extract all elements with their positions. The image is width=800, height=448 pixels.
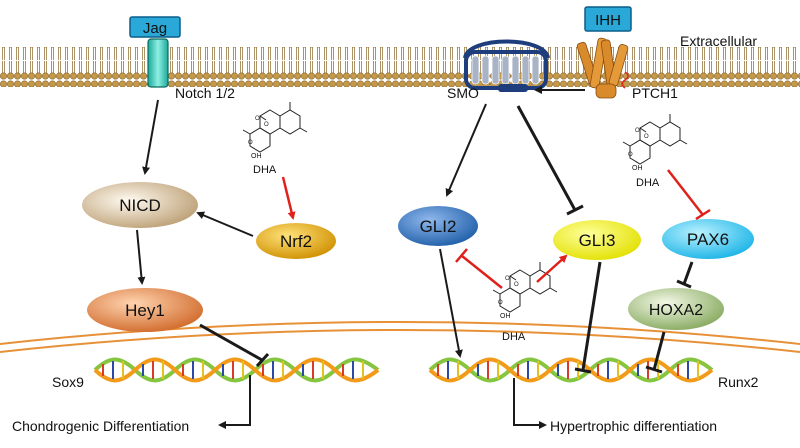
svg-text:OH: OH [500, 313, 511, 320]
dha-molecule-gli: OH DHA [492, 261, 558, 343]
svg-text:OH: OH [251, 153, 262, 160]
svg-text:OH: OH [632, 165, 643, 172]
smo-protein [463, 39, 550, 92]
jag-label: Jag [143, 20, 167, 37]
svg-text:Nrf2: Nrf2 [280, 232, 312, 251]
ptch1-protein [576, 37, 629, 99]
hypertrophic-label: Hypertrophic differentiation [550, 418, 717, 434]
svg-text:PAX6: PAX6 [687, 230, 729, 249]
svg-text:GLI2: GLI2 [420, 217, 457, 236]
sox9-label: Sox9 [52, 374, 84, 390]
node-hoxa2: HOXA2 [628, 288, 724, 330]
notch-receptor [147, 38, 169, 88]
cell-membrane [0, 47, 800, 87]
svg-text:HOXA2: HOXA2 [649, 302, 703, 319]
node-nicd: NICD [82, 182, 198, 228]
node-pax6: PAX6 [662, 219, 754, 259]
nuclear-envelope-inner [0, 329, 800, 353]
nuclear-envelope-outer [0, 321, 800, 345]
node-gli3: GLI3 [553, 220, 641, 260]
dha-label: DHA [636, 177, 660, 189]
dha-label: DHA [502, 331, 526, 343]
jag-ligand [129, 16, 181, 38]
chondrogenic-label: Chondrogenic Differentiation [12, 418, 189, 434]
ptch1-label: PTCH1 [632, 85, 678, 101]
smo-label: SMO [447, 85, 479, 101]
svg-text:Hey1: Hey1 [125, 301, 165, 320]
dna-helix-left [93, 357, 380, 383]
extracellular-label: Extracellular [680, 33, 757, 49]
notch-label: Notch 1/2 [175, 85, 235, 101]
ihh-label: IHH [595, 12, 621, 29]
node-gli2: GLI2 [398, 206, 478, 246]
dha-molecule-notch: OH DHA [242, 101, 308, 176]
ihh-ligand [584, 6, 632, 32]
activation-arrows [136, 86, 585, 429]
svg-text:NICD: NICD [119, 196, 161, 215]
dha-label: DHA [253, 164, 277, 176]
svg-text:GLI3: GLI3 [579, 231, 616, 250]
dha-molecule-pax6: OH DHA [622, 113, 688, 189]
node-nrf2: Nrf2 [256, 223, 336, 259]
runx2-label: Runx2 [718, 374, 759, 390]
dna-helix-right [428, 357, 714, 383]
inhibition-arrows [199, 105, 694, 374]
node-hey1: Hey1 [87, 288, 203, 332]
dha-effect-arrows [281, 169, 711, 289]
